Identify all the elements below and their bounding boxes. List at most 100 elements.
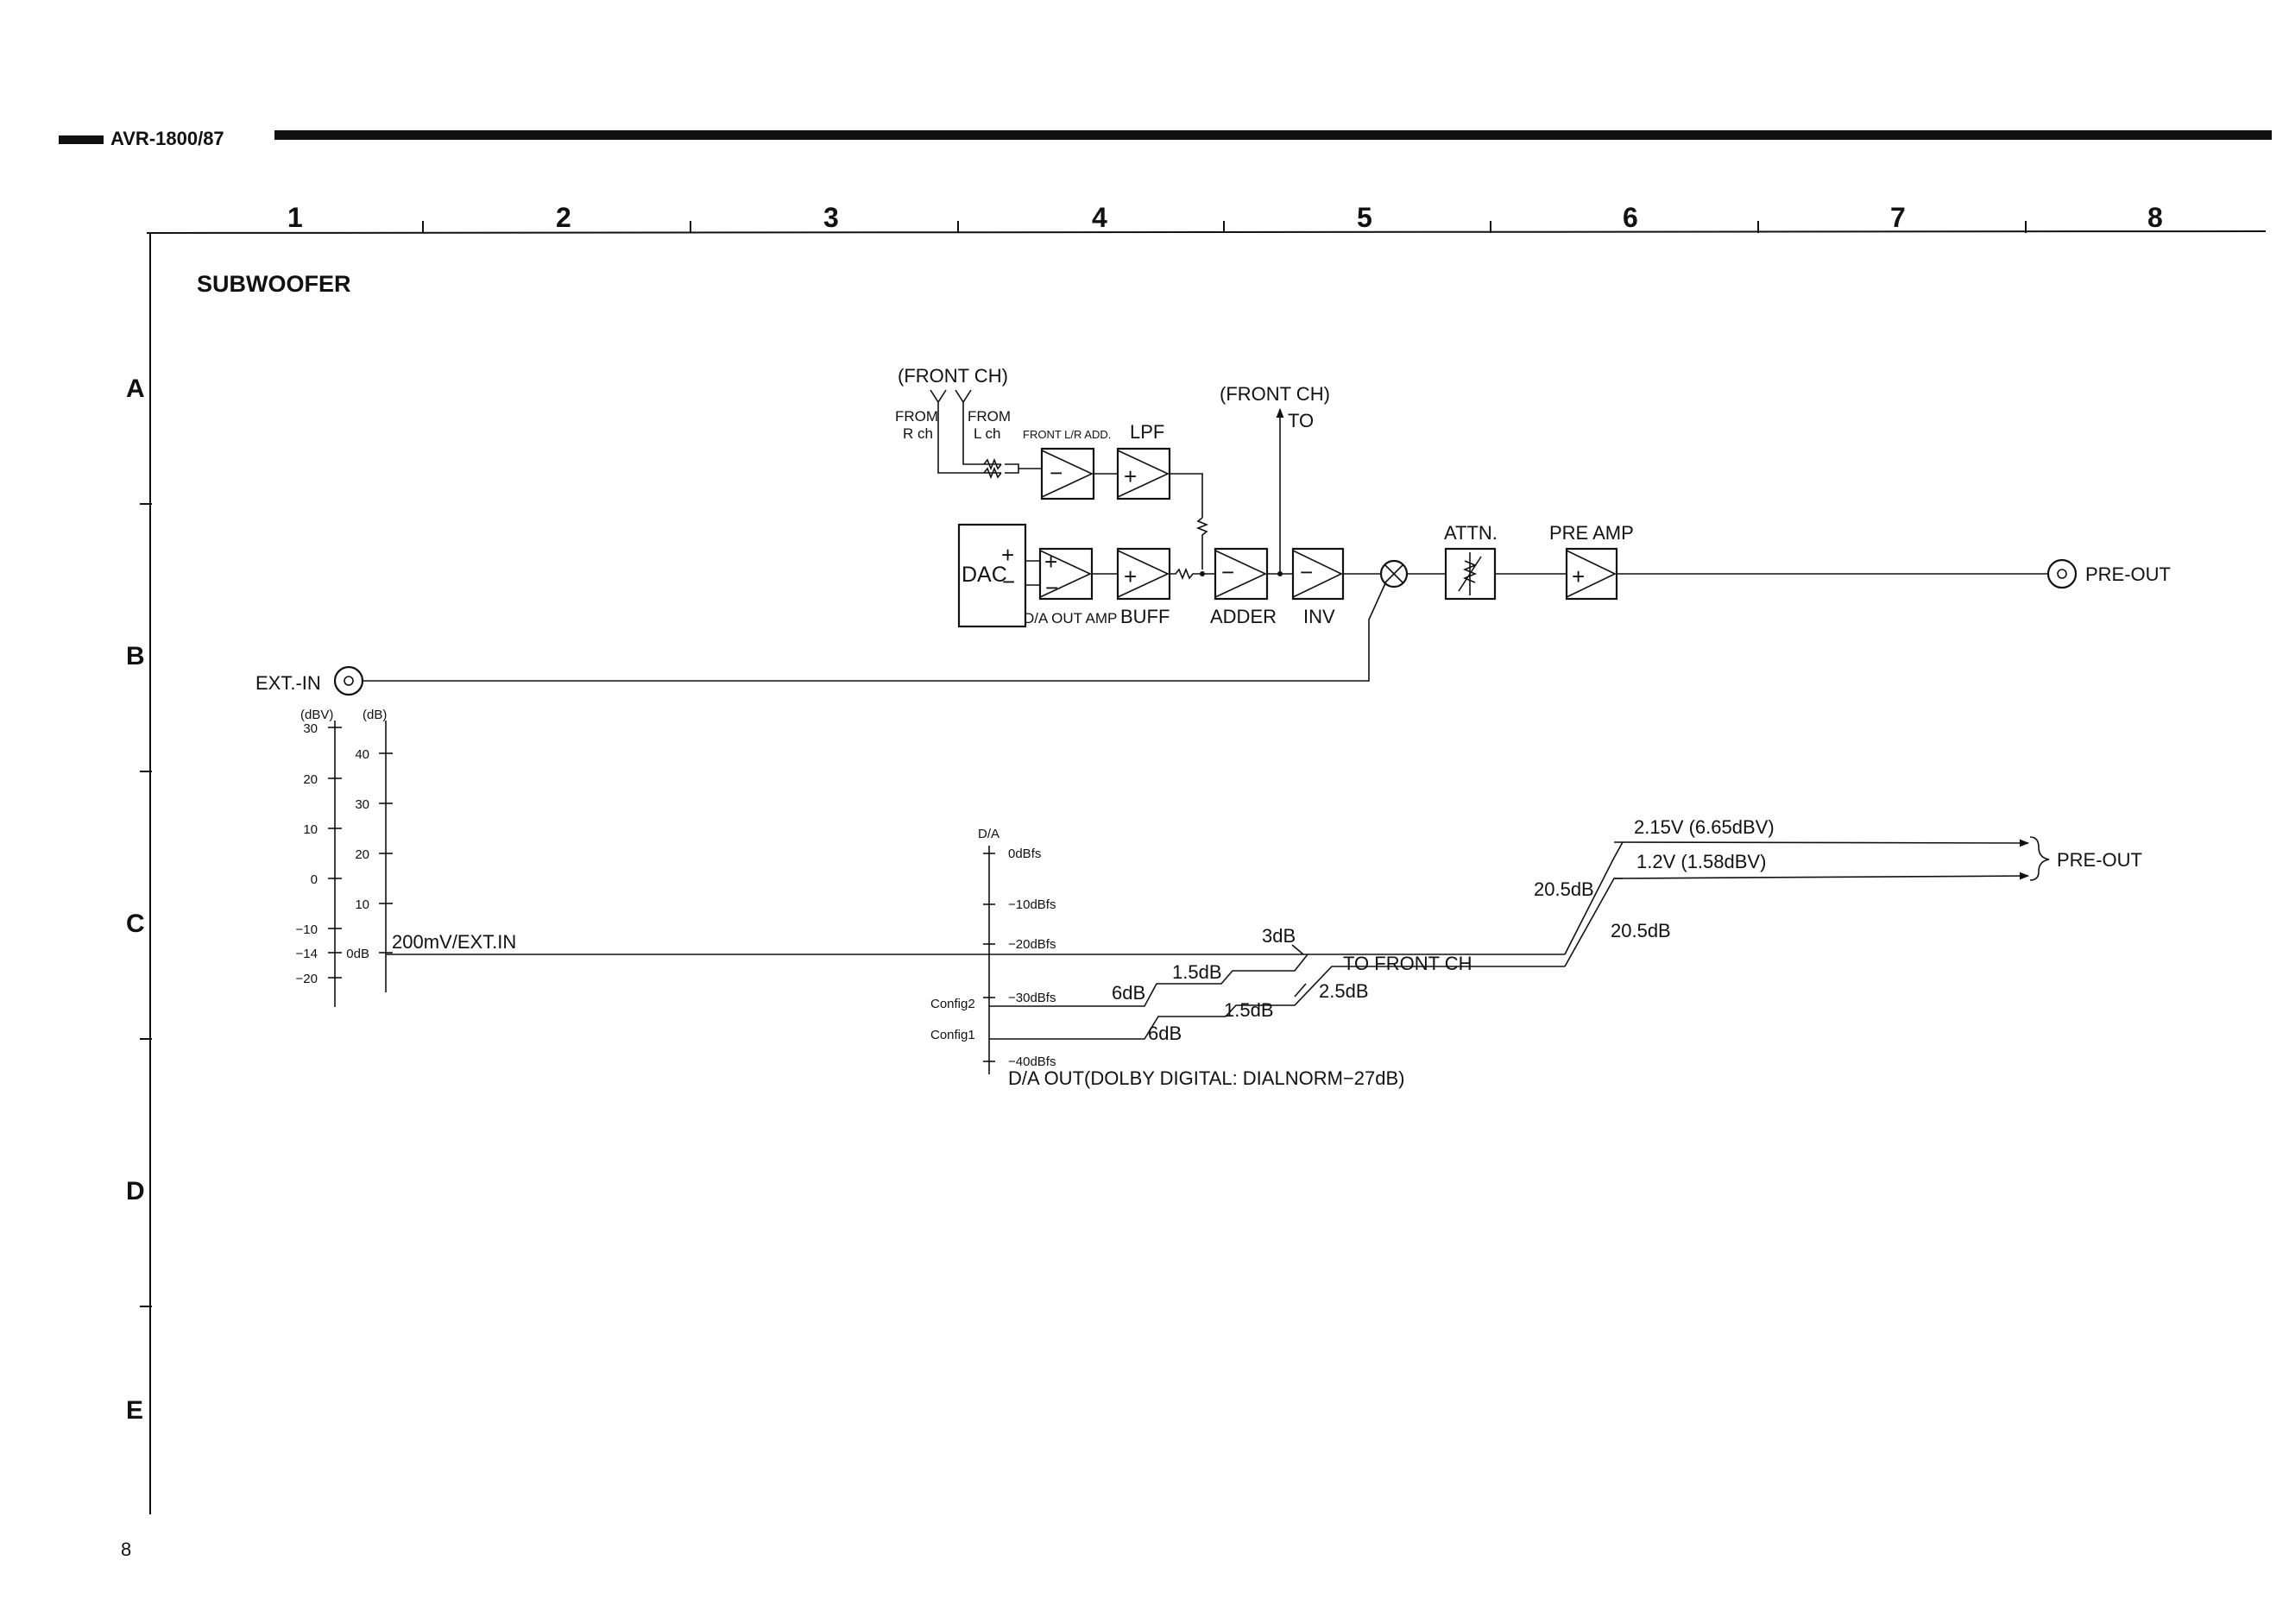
buff-output-resistor xyxy=(1170,567,1215,581)
da-tick-label: −30dBfs xyxy=(1008,991,1056,1005)
gain-3db-leader xyxy=(1291,944,1304,955)
adder-block xyxy=(1214,547,1269,601)
da-tick-label: −40dBfs xyxy=(1008,1054,1056,1069)
dbv-tick-label: −20 xyxy=(296,972,318,986)
front-ch-output-label: (FRONT CH) xyxy=(1220,383,1330,405)
pre-out-jack-icon xyxy=(2046,558,2078,589)
adder-label: ADDER xyxy=(1210,606,1277,627)
out-low-level-label: 1.2V (1.58dBV) xyxy=(1636,851,1766,872)
model-number: AVR-1800/87 xyxy=(110,128,224,149)
db-tick-label: 30 xyxy=(355,797,369,812)
gain-2-5db-label: 2.5dB xyxy=(1319,980,1369,1002)
da-out-amp-minus: − xyxy=(1045,575,1058,601)
dbv-tick-label: 0 xyxy=(311,872,318,887)
gain-6db-config2-label: 6dB xyxy=(1112,982,1145,1004)
dac-outputs xyxy=(1025,560,1040,586)
dac-plus: + xyxy=(1001,542,1014,568)
gain-20-5db-upper-label: 20.5dB xyxy=(1534,878,1594,900)
lpf-triangle xyxy=(1117,450,1170,498)
db-tick-label: 40 xyxy=(355,747,369,762)
block-diagram: (FRONT CH) FROM R ch FROM L ch FRONT L/R… xyxy=(255,365,2171,696)
da-scale-title: D/A xyxy=(978,827,999,841)
row-label: A xyxy=(126,375,145,403)
db-tick-label: 0dB xyxy=(346,947,369,961)
front-lr-add-label: FRONT L/R ADD. xyxy=(1023,428,1111,441)
front-lr-add-triangle xyxy=(1041,450,1094,498)
da-out-note: D/A OUT(DOLBY DIGITAL: DIALNORM−27dB) xyxy=(1008,1067,1404,1089)
buff-triangle xyxy=(1117,550,1170,598)
column-label: 8 xyxy=(2147,202,2163,233)
da-out-amp-label: D/A OUT AMP xyxy=(1024,610,1117,626)
adder-triangle xyxy=(1214,550,1267,598)
dbv-unit-label: (dBV) xyxy=(300,708,333,722)
column-label: 6 xyxy=(1623,202,1638,233)
section-title: SUBWOOFER xyxy=(197,271,351,297)
out-high-level-label: 2.15V (6.65dBV) xyxy=(1634,816,1775,838)
pre-out-label: PRE-OUT xyxy=(2085,563,2171,585)
da-scale-ticks: 0dBfs−10dBfs−20dBfs−30dBfs−40dBfs xyxy=(983,847,1056,1069)
from-r-label: FROM xyxy=(895,408,938,425)
gain-1-5db-config2-label: 1.5dB xyxy=(1172,961,1222,983)
r-ch-label: R ch xyxy=(903,425,933,442)
dbv-tick-label: −10 xyxy=(296,922,318,937)
lpf-plus: + xyxy=(1124,463,1137,489)
gain-6db-config1-label: 6dB xyxy=(1148,1023,1182,1044)
da-tick-label: 0dBfs xyxy=(1008,847,1041,861)
da-out-amp-plus: + xyxy=(1044,549,1057,575)
row-label: B xyxy=(126,642,145,670)
dbv-tick-label: 20 xyxy=(303,772,318,787)
gain-rise-high xyxy=(1564,841,1624,955)
ext-in-jack-icon xyxy=(333,665,364,696)
da-out-amp-triangle xyxy=(1039,550,1092,598)
db-tick-label: 10 xyxy=(355,897,369,912)
config1-level-path xyxy=(989,966,1565,1040)
lpf-label: LPF xyxy=(1130,421,1164,443)
dac-block xyxy=(957,523,1027,628)
buff-block xyxy=(1116,547,1171,601)
attn-label: ATTN. xyxy=(1444,522,1498,544)
pre-amp-plus: + xyxy=(1572,563,1585,589)
header-bar-right xyxy=(274,130,2272,140)
column-label: 4 xyxy=(1092,202,1107,233)
ext-in-signal-line xyxy=(363,582,1386,682)
lpf-output-resistor xyxy=(1170,473,1209,570)
db-unit-label: (dB) xyxy=(363,708,387,722)
to-front-ch-label: TO FRONT CH xyxy=(1343,953,1472,974)
column-label: 3 xyxy=(823,202,839,233)
gain-3db-label: 3dB xyxy=(1262,925,1296,947)
buff-plus: + xyxy=(1124,563,1137,589)
ext-in-label: EXT.-IN xyxy=(255,672,321,694)
config2-label: Config2 xyxy=(930,997,975,1011)
header-bar: AVR-1800/87 xyxy=(59,128,2272,149)
dac-minus: − xyxy=(1002,569,1015,595)
inv-triangle xyxy=(1292,550,1343,598)
dbv-tick-label: −14 xyxy=(296,947,318,961)
da-out-amp-block xyxy=(1038,547,1094,601)
inv-label: INV xyxy=(1303,606,1335,627)
config1-label: Config1 xyxy=(930,1028,975,1042)
config2-level-path xyxy=(989,954,1308,1007)
pre-out-jack-center xyxy=(2057,569,2067,579)
column-label: 5 xyxy=(1357,202,1372,233)
from-l-label: FROM xyxy=(968,408,1011,425)
ext-in-jack-center xyxy=(344,676,354,686)
header-bar-left xyxy=(59,135,104,144)
input-resistors xyxy=(983,457,1002,480)
dac-label: DAC xyxy=(962,563,1007,587)
row-label: E xyxy=(126,1396,143,1425)
l-ch-label: L ch xyxy=(974,425,1001,442)
selector-cross xyxy=(1384,563,1404,584)
adder-minus: − xyxy=(1221,559,1234,585)
to-label: TO xyxy=(1288,410,1314,431)
page-number: 8 xyxy=(121,1539,131,1560)
dbv-tick-label: 10 xyxy=(303,822,318,837)
frame-top-line xyxy=(146,230,2267,234)
lpf-block xyxy=(1116,447,1171,500)
